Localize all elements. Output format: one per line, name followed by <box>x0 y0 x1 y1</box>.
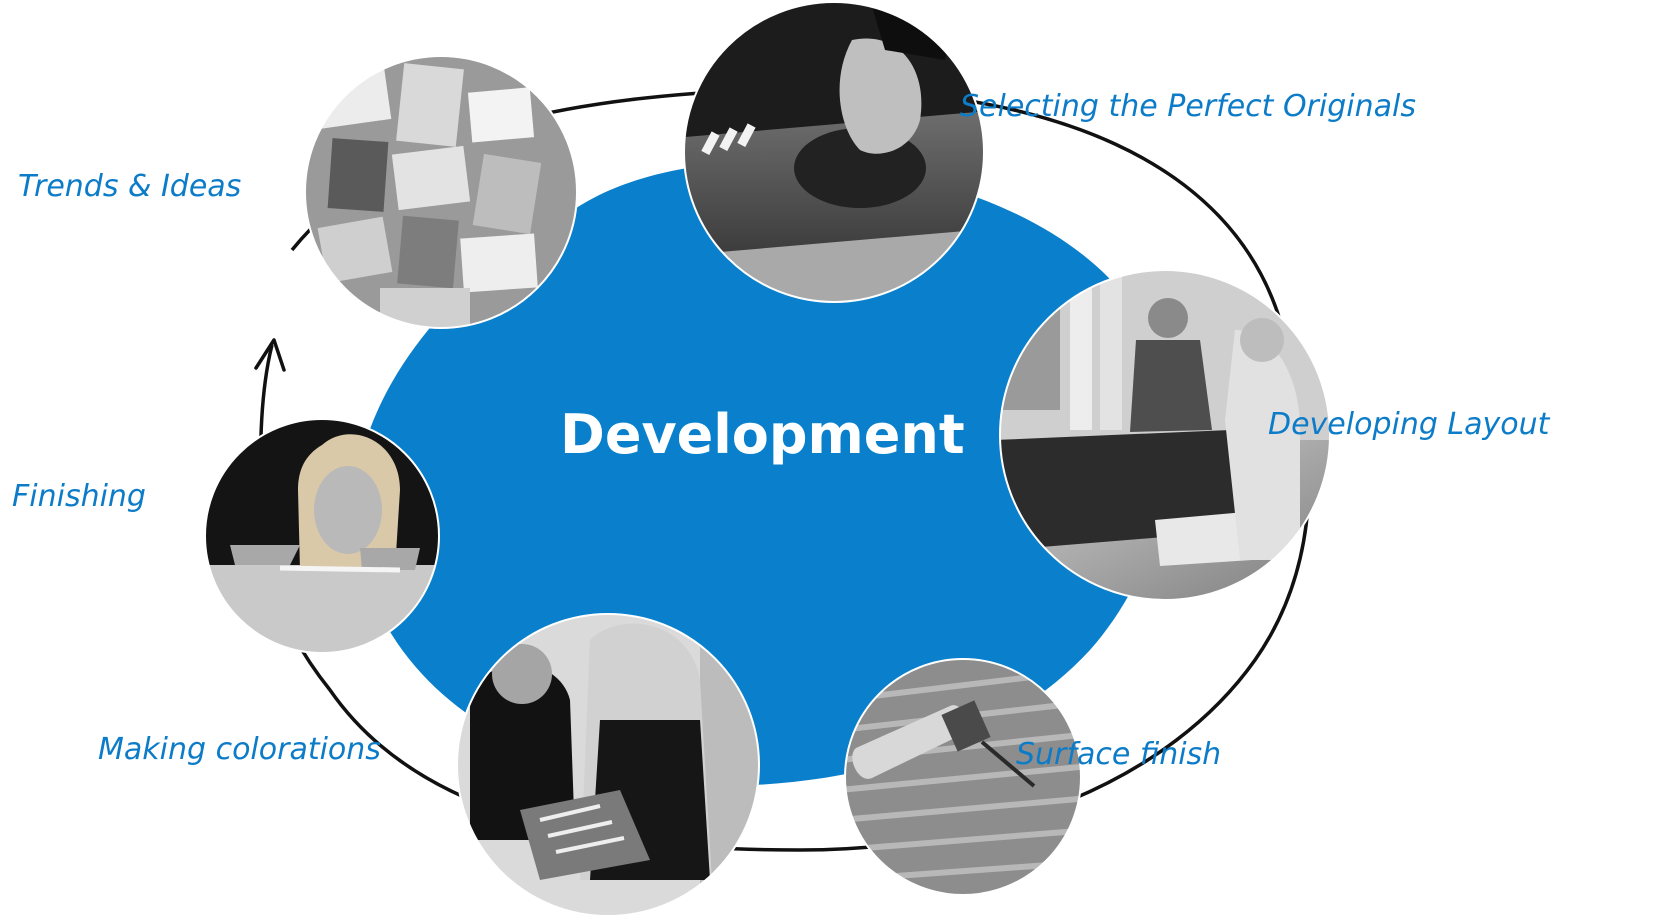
step-label-trends: Trends & Ideas <box>18 169 242 204</box>
step-label-colorations: Making colorations <box>98 732 381 767</box>
center-title: Development <box>560 403 965 466</box>
step-label-surface: Surface finish <box>1016 737 1222 772</box>
trends-photo <box>305 56 577 328</box>
step-label-finishing: Finishing <box>12 479 146 514</box>
step-label-selecting: Selecting the Perfect Originals <box>960 89 1416 124</box>
surface-photo <box>845 659 1081 895</box>
step-label-layout: Developing Layout <box>1268 407 1550 442</box>
colorations-photo <box>457 614 759 916</box>
cycle-arrowhead-icon <box>254 338 286 372</box>
